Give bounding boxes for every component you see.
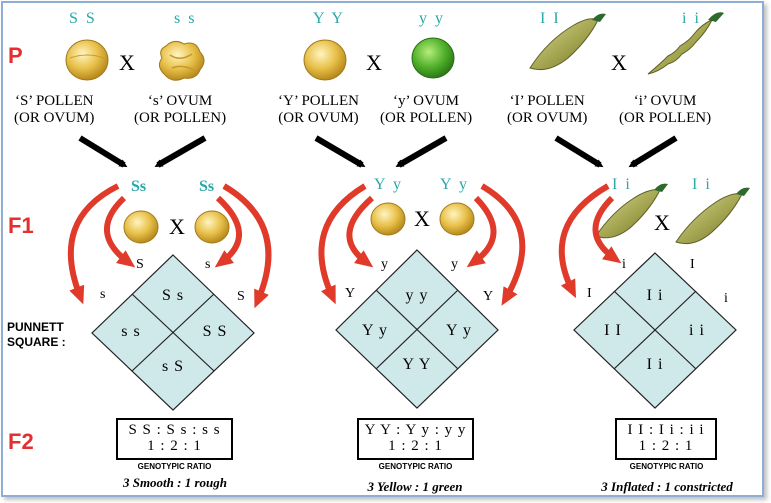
gamete-side-left: Y	[345, 286, 356, 301]
pollen-label: ‘I’ POLLEN(OR OVUM)	[507, 93, 588, 126]
parent-genotype-dominant: I I	[540, 10, 561, 27]
ovum-label: ‘s’ OVUM(OR POLLEN)	[134, 93, 227, 126]
parent-genotype-dominant: S S	[69, 10, 97, 27]
phenotypic-result: 3 Inflated : 1 constricted	[601, 479, 733, 494]
gamete-top-right: s	[205, 257, 211, 272]
f1-genotype: Ss	[131, 178, 147, 195]
punnett-cell-bottom: s S	[161, 358, 185, 375]
punnett-cell-top: I i	[646, 287, 664, 304]
f1-genotype: Y y	[374, 176, 403, 193]
ovum-label: ‘i’ OVUM(OR POLLEN)	[619, 93, 712, 126]
punnett-cell-left: I I	[604, 322, 622, 339]
cross-symbol: X	[119, 50, 135, 75]
row-label-p: P	[8, 43, 23, 68]
parent-genotype-recessive: s s	[174, 10, 197, 27]
punnett-cell-left: Y y	[362, 322, 388, 339]
punnett-cell-top: S s	[161, 287, 185, 304]
f1-genotype: I i	[692, 176, 712, 193]
red-arrows	[67, 183, 622, 309]
punnett-cell-bottom: I i	[646, 356, 664, 373]
cross-symbol: X	[169, 214, 185, 239]
f1-pods-inflated	[595, 183, 750, 245]
f1-peas-yellow	[370, 202, 475, 236]
punnett-square-3	[573, 252, 737, 409]
pollen-label: ‘Y’ POLLEN(OR OVUM)	[278, 93, 359, 126]
genotypic-ratio-label: GENOTYPIC RATIO	[629, 462, 704, 471]
pod-constricted-icon	[647, 12, 724, 75]
f1-peas-smooth	[123, 210, 230, 244]
pea-smooth-yellow-icon	[65, 39, 109, 81]
ovum-label: ‘y’ OVUM(OR POLLEN)	[380, 93, 473, 126]
f1-genotype: I i	[612, 176, 632, 193]
punnett-cell-right: S S	[202, 323, 228, 340]
black-arrows	[78, 135, 678, 168]
cross-symbol: X	[611, 50, 627, 75]
row-label-f2: F2	[8, 429, 34, 454]
punnett-square-2	[335, 249, 499, 409]
gamete-side-right: S	[237, 289, 245, 304]
gamete-side-right: i	[724, 291, 728, 306]
cross-symbol: X	[366, 50, 382, 75]
pea-green-icon	[411, 37, 455, 79]
parent-genotype-recessive: y y	[419, 10, 445, 27]
punnett-cell-top: y y	[405, 287, 429, 304]
punnett-cell-right: i i	[689, 322, 705, 339]
gamete-side-left: I	[587, 286, 592, 301]
pollen-label: ‘S’ POLLEN(OR OVUM)	[14, 93, 95, 126]
punnett-cell-bottom: Y Y	[402, 356, 432, 373]
punnett-cell-right: Y y	[446, 322, 472, 339]
phenotypic-result: 3 Yellow : 1 green	[367, 479, 463, 494]
gamete-side-right: Y	[483, 289, 494, 304]
phenotypic-result: 3 Smooth : 1 rough	[122, 475, 228, 490]
punnett-cell-left: s s	[121, 323, 141, 340]
gamete-top-left: S	[136, 257, 144, 272]
gamete-top-right: y	[451, 257, 458, 272]
parent-genotype-dominant: Y Y	[313, 10, 345, 27]
cross-symbol: X	[414, 206, 430, 231]
f1-genotype: Ss	[199, 178, 215, 195]
f1-genotype: Y y	[440, 176, 469, 193]
genotypic-ratio-label: GENOTYPIC RATIO	[378, 462, 453, 471]
gamete-top-left: i	[622, 257, 626, 272]
pea-yellow-icon	[303, 39, 347, 81]
pod-inflated-icon	[529, 13, 606, 71]
parent-genotype-recessive: i i	[682, 10, 701, 27]
genotypic-ratio-label: GENOTYPIC RATIO	[137, 462, 212, 471]
gamete-top-left: y	[381, 257, 388, 272]
row-label-f1: F1	[8, 213, 34, 238]
cross-symbol: X	[654, 210, 670, 235]
pea-wrinkled-yellow-icon	[158, 40, 205, 81]
gamete-top-right: I	[690, 257, 695, 272]
punnett-square-1	[91, 254, 255, 411]
gamete-side-left: s	[100, 287, 106, 302]
